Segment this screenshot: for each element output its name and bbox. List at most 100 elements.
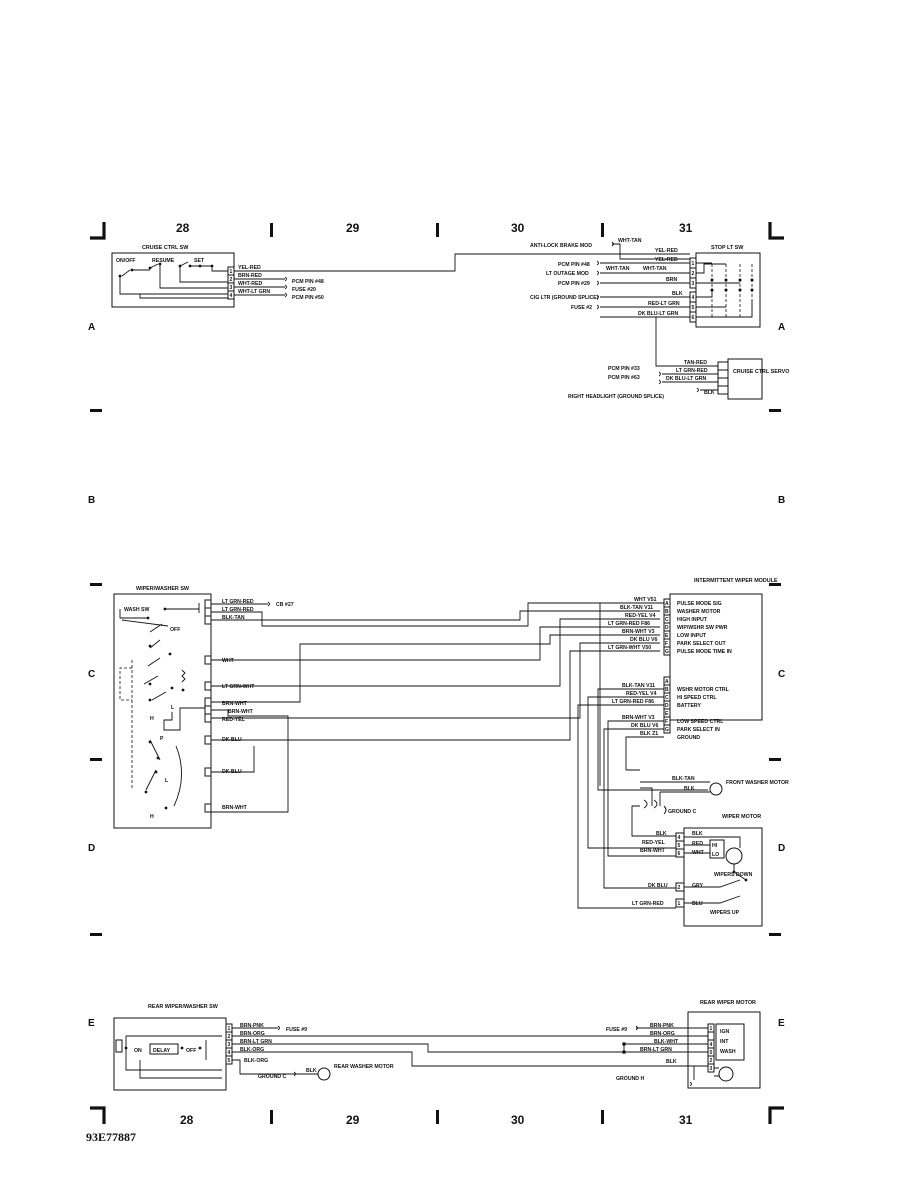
pin-letter: F [665, 641, 668, 647]
wire-label: WHT-LT GRN [238, 289, 270, 295]
pin-number: 2 [678, 885, 681, 891]
fuse-label: FUSE #9 [286, 1027, 307, 1033]
wire-label: BRN-LT GRN [640, 1047, 672, 1053]
wire-label: BLK [656, 831, 667, 837]
module-function: LOW INPUT [677, 633, 707, 639]
pin-letter: A [665, 601, 669, 607]
wire-destination: PCM PIN #48 [292, 279, 324, 285]
wire-label: WHT-TAN [606, 266, 630, 272]
wire-label: LT GRN-RED [632, 901, 664, 907]
wire-label: RED-YEL V4 [626, 691, 657, 697]
wire-label: BLK-ORG [240, 1047, 264, 1053]
wire-label: WHT-TAN [618, 238, 642, 244]
wire-label: BRN-LT GRN [240, 1039, 272, 1045]
wiper-switch-title: WIPER/WASHER SW [136, 586, 190, 592]
row-label: D [778, 843, 785, 854]
row-label: A [88, 322, 95, 333]
module-function: HIGH INPUT [677, 617, 708, 623]
ground-label: GROUND C [258, 1074, 286, 1080]
pin-letter: E [665, 711, 669, 717]
module-function: WSHR MOTOR CTRL [677, 687, 730, 693]
row-label: E [88, 1018, 95, 1029]
wire-label: YEL-RED [655, 248, 678, 254]
pin-number: 5 [228, 1058, 231, 1064]
wire-label: LT GRN-RED F86 [608, 621, 650, 627]
wire-destination: PCM PIN #50 [292, 295, 324, 301]
pin-number: 6 [692, 315, 695, 321]
column-label: 29 [346, 1113, 360, 1127]
switch-position-letter: L [165, 778, 169, 784]
wire-label: BLK [684, 786, 695, 792]
ground-label: GROUND H [616, 1076, 644, 1082]
wire-label: GRY [692, 883, 704, 889]
motor-terminal: HI [712, 843, 718, 849]
module-function: WIP/WSHR SW PWR [677, 625, 728, 631]
wire-label: BLK-TAN V11 [620, 605, 653, 611]
wire-label: BRN-RED [238, 273, 262, 279]
switch-position-letter: L [171, 705, 175, 711]
figure-id: 93E77887 [86, 1130, 136, 1144]
module-function: PULSE MODE TIME IN [677, 649, 732, 655]
wire-destination: FUSE #2 [571, 305, 592, 311]
wire-destination: PCM PIN #29 [558, 281, 590, 287]
rear-washer-motor-label: REAR WASHER MOTOR [334, 1064, 394, 1070]
module-function: BATTERY [677, 703, 701, 709]
wire-label: BLK Z1 [640, 731, 658, 737]
pin-letter: D [665, 625, 669, 631]
wire-label: BRN-PNK [650, 1023, 674, 1029]
pin-number: 3 [230, 285, 233, 291]
off-label: OFF [170, 627, 180, 633]
column-label: 29 [346, 221, 360, 235]
wire-label: BRN-WHT [222, 805, 248, 811]
wire-label: RED-YEL [642, 840, 666, 846]
wire-label: WHT-TAN [643, 266, 667, 272]
pin-letter: C [665, 617, 669, 623]
motor-terminal: WASH [720, 1049, 736, 1055]
wire-label: BLK-ORG [244, 1058, 268, 1064]
wire-label: BRN [666, 277, 677, 283]
wire-label: BLK [704, 390, 715, 396]
motor-terminal: LO [712, 852, 719, 858]
pin-letter: G [665, 727, 669, 733]
wire-label: LT GRN-RED [676, 368, 708, 374]
switch-position-letter: P [160, 736, 164, 742]
wire-label: BLU [692, 901, 703, 907]
rear-wiper-motor: REAR WIPER MOTOR 1 4 5 2 3 IGN INT WASH … [606, 1000, 761, 1089]
module-function: LOW SPEED CTRL [677, 719, 724, 725]
wipers-up-label: WIPERS UP [710, 910, 740, 916]
wiper-switch-wires: LT GRN-RED LT GRN-RED BLK-TAN WHT LT GRN… [211, 599, 660, 813]
wire-label: BRN-WHT [222, 701, 248, 707]
cruise-servo: CRUISE CTRL SERVO TAN-RED LT GRN-RED DK … [568, 358, 789, 400]
pin-letter: E [665, 633, 669, 639]
stop-switch-wires: WHT-TAN WHT-TAN WHT-TAN ANTI-LOCK BRAKE … [530, 238, 698, 367]
wire-label: BLK-TAN [222, 615, 245, 621]
wire-destination: ANTI-LOCK BRAKE MOD [530, 243, 592, 249]
switch-position-letter: H [150, 716, 154, 722]
wire-label: BLK-WHT [654, 1039, 679, 1045]
wiper-washer-switch: WIPER/WASHER SW WASH SW OFF L H P L H [113, 586, 212, 829]
fuse-label: FUSE #9 [606, 1027, 627, 1033]
wire-label: BRN-WHT V3 [622, 715, 655, 721]
ground-label: GROUND C [668, 809, 696, 815]
wire-label: BLK-TAN [672, 776, 695, 782]
row-label: C [88, 669, 95, 680]
wire-label: YEL-RED [238, 265, 261, 271]
column-labels-top: 28 29 30 31 [176, 221, 693, 235]
front-washer-motor: FRONT WASHER MOTOR BLK-TAN BLK GROUND C [640, 776, 789, 815]
pin-number: 1 [228, 1026, 231, 1032]
pin-letter: D [665, 703, 669, 709]
column-labels-bottom: 28 29 30 31 [180, 1113, 693, 1127]
wire-destination: RIGHT HEADLIGHT (GROUND SPLICE) [568, 394, 664, 400]
washer-motor-label: FRONT WASHER MOTOR [726, 780, 789, 786]
wiper-motor-title: WIPER MOTOR [722, 814, 761, 820]
pin-number: 2 [692, 271, 695, 277]
pin-number: 2 [710, 1058, 713, 1064]
wire-label: WHT V51 [634, 597, 657, 603]
pin-letter: A [665, 679, 669, 685]
pin-number: 2 [228, 1034, 231, 1040]
row-label: E [778, 1018, 785, 1029]
column-label: 31 [679, 221, 693, 235]
switch-position-label: SET [194, 258, 205, 264]
pin-number: 5 [678, 843, 681, 849]
